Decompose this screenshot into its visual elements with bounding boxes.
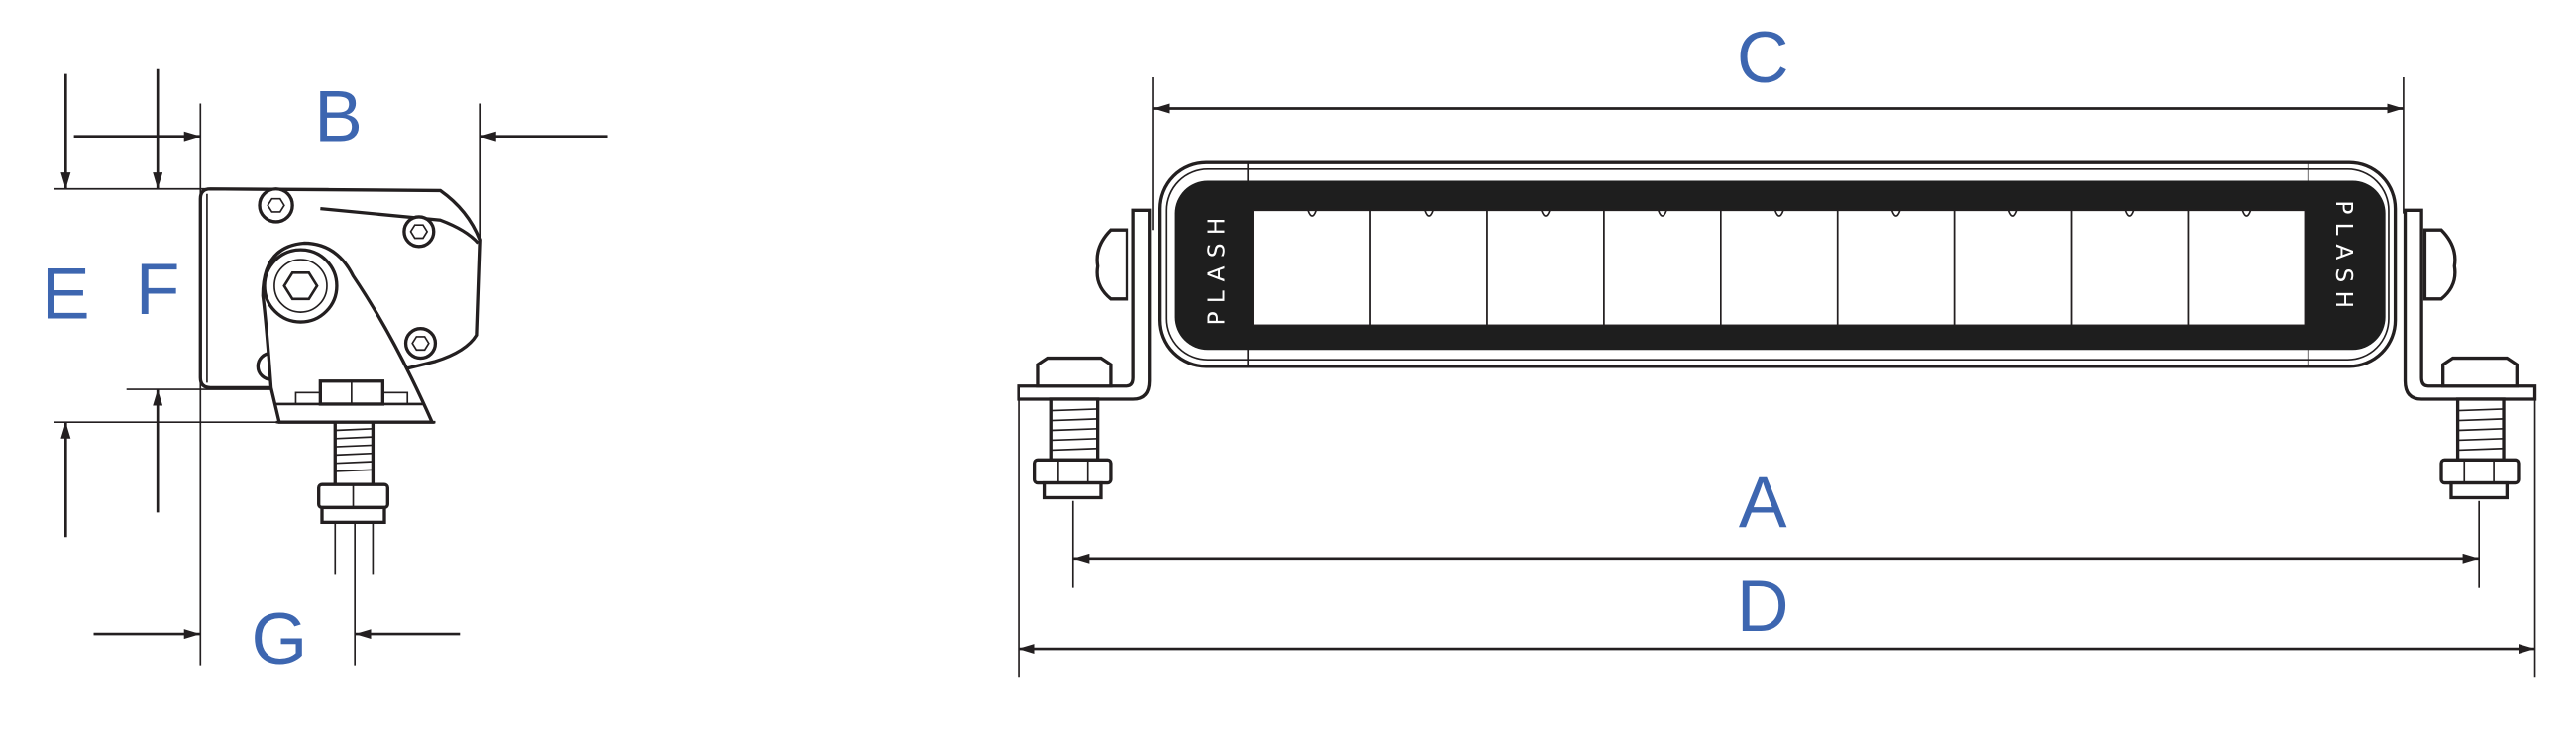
- led-notch: [2241, 210, 2252, 217]
- dimension-c: C: [1152, 18, 2405, 231]
- led-notch: [2007, 210, 2018, 217]
- dimension-a: A: [1071, 463, 2480, 588]
- dimension-d: D: [1018, 394, 2536, 678]
- led-notch: [1424, 210, 1434, 217]
- led-segment: [1953, 209, 2073, 327]
- led-segment: [1369, 209, 1488, 327]
- screw-icon: [258, 187, 294, 224]
- right-mounting-bracket: [2403, 208, 2537, 500]
- label-a: A: [1739, 463, 1787, 543]
- led-segment: [1720, 209, 1839, 327]
- side-housing: [198, 187, 482, 575]
- nut-icon: [1032, 458, 1113, 485]
- logo-right: PLASH: [2330, 200, 2357, 316]
- led-segment: [2187, 209, 2307, 327]
- led-notch: [1307, 210, 1318, 217]
- label-c: C: [1737, 18, 1789, 98]
- nut-icon: [2439, 458, 2521, 485]
- led-notch: [1773, 210, 1784, 217]
- left-mounting-bracket: [1017, 208, 1152, 500]
- led-notch: [1890, 210, 1901, 217]
- side-view: B E F G: [42, 68, 608, 679]
- logo-left: PLASH: [1203, 209, 1230, 325]
- screw-icon: [403, 327, 438, 361]
- screw-icon: [402, 215, 436, 249]
- adjustment-knob-icon: [263, 248, 339, 324]
- dimension-b: B: [73, 77, 608, 666]
- label-d: D: [1737, 567, 1789, 647]
- hex-bolt-icon: [282, 270, 319, 301]
- label-f: F: [136, 250, 180, 330]
- label-g: G: [252, 599, 308, 679]
- dimension-g: G: [93, 522, 461, 679]
- bracket-knob-icon: [1095, 228, 1129, 301]
- led-segment: [1836, 209, 1956, 327]
- front-view: C A D: [1017, 18, 2537, 678]
- label-e: E: [42, 255, 90, 335]
- bracket-knob-icon: [2422, 228, 2457, 301]
- led-segment: [1252, 209, 1371, 327]
- led-segments: [1252, 209, 2307, 327]
- led-notch: [1541, 210, 1551, 217]
- led-notch: [1657, 210, 1667, 217]
- led-segment: [2070, 209, 2190, 327]
- led-notch: [2124, 210, 2135, 217]
- label-b: B: [314, 77, 363, 157]
- dimension-e: E: [42, 73, 436, 538]
- light-bar-housing: PLASH PLASH: [1158, 160, 2398, 368]
- led-segment: [1486, 209, 1605, 327]
- led-segment: [1603, 209, 1722, 327]
